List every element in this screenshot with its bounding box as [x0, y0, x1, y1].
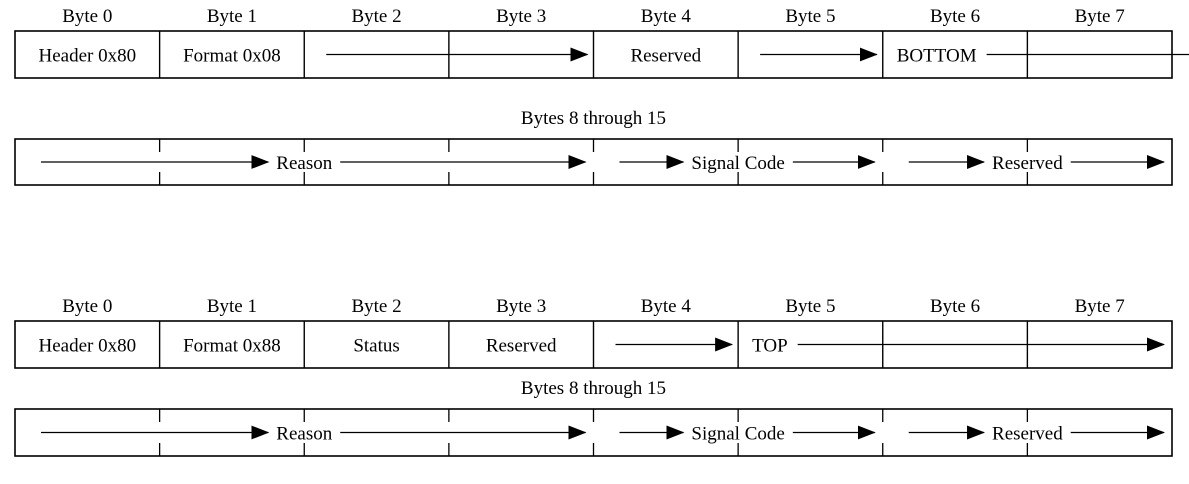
byte-header-label: Byte 0: [62, 296, 112, 317]
byte-cell-value: Reserved: [630, 46, 701, 67]
bytes-range-caption: Bytes 8 through 15: [521, 378, 666, 399]
byte-span-label: BOTTOM: [897, 46, 977, 67]
byte-header-label: Byte 4: [641, 296, 692, 317]
byte-cell-value: Format 0x08: [183, 46, 281, 67]
field-spans: Reason Signal Code Reserved: [41, 153, 1165, 174]
byte-header-label: Byte 3: [496, 296, 546, 317]
byte-span-label: TOP: [752, 336, 788, 357]
byte-header-label: Byte 6: [930, 6, 980, 27]
field-label: Signal Code: [691, 153, 784, 174]
bytes-range-caption: Bytes 8 through 15: [521, 108, 666, 129]
byte-header-label: Byte 7: [1075, 296, 1125, 317]
field-label: Reason: [276, 424, 332, 445]
field-label: Reserved: [992, 153, 1063, 174]
field-spans: Reason Signal Code Reserved: [41, 424, 1165, 445]
byte-boundary-ticks: [158, 409, 1029, 456]
byte-header-labels: Byte 0 Byte 1 Byte 2 Byte 3 Byte 4 Byte 5 Byte…: [62, 6, 1125, 27]
diagram-bottom-message: Byte 0 Byte 1 Byte 2 Byte 3 Byte 4 Byte 5 Byte…: [14, 6, 1189, 186]
byte-header-label: Byte 5: [785, 296, 835, 317]
byte-header-label: Byte 3: [496, 6, 546, 27]
byte-header-label: Byte 0: [62, 6, 112, 27]
diagram-top-message: Byte 0 Byte 1 Byte 2 Byte 3 Byte 4 Byte 5 Byte…: [14, 296, 1173, 457]
field-label: Reason: [276, 153, 332, 174]
byte-header-label: Byte 4: [641, 6, 692, 27]
byte-header-label: Byte 2: [351, 6, 401, 27]
byte-cell-value: Status: [353, 336, 399, 357]
byte-header-label: Byte 5: [785, 6, 835, 27]
byte-header-labels: Byte 0 Byte 1 Byte 2 Byte 3 Byte 4 Byte 5 Byte…: [62, 296, 1125, 317]
byte-header-label: Byte 1: [207, 6, 257, 27]
field-label: Signal Code: [691, 424, 784, 445]
byte-cell-value: Header 0x80: [39, 336, 137, 357]
byte-row-cells: Header 0x80 Format 0x08 Reserved BOTTOM: [39, 46, 1189, 67]
byte-header-label: Byte 1: [207, 296, 257, 317]
byte-boundary-ticks: [158, 139, 1029, 185]
byte-header-label: Byte 6: [930, 296, 980, 317]
byte-cell-value: Header 0x80: [39, 46, 137, 67]
byte-row-cells: Header 0x80 Format 0x88 Status Reserved TOP: [39, 336, 1165, 357]
field-label: Reserved: [992, 424, 1063, 445]
byte-cell-value: Reserved: [486, 336, 557, 357]
byte-header-label: Byte 2: [351, 296, 401, 317]
byte-header-label: Byte 7: [1075, 6, 1125, 27]
byte-cell-value: Format 0x88: [183, 336, 281, 357]
